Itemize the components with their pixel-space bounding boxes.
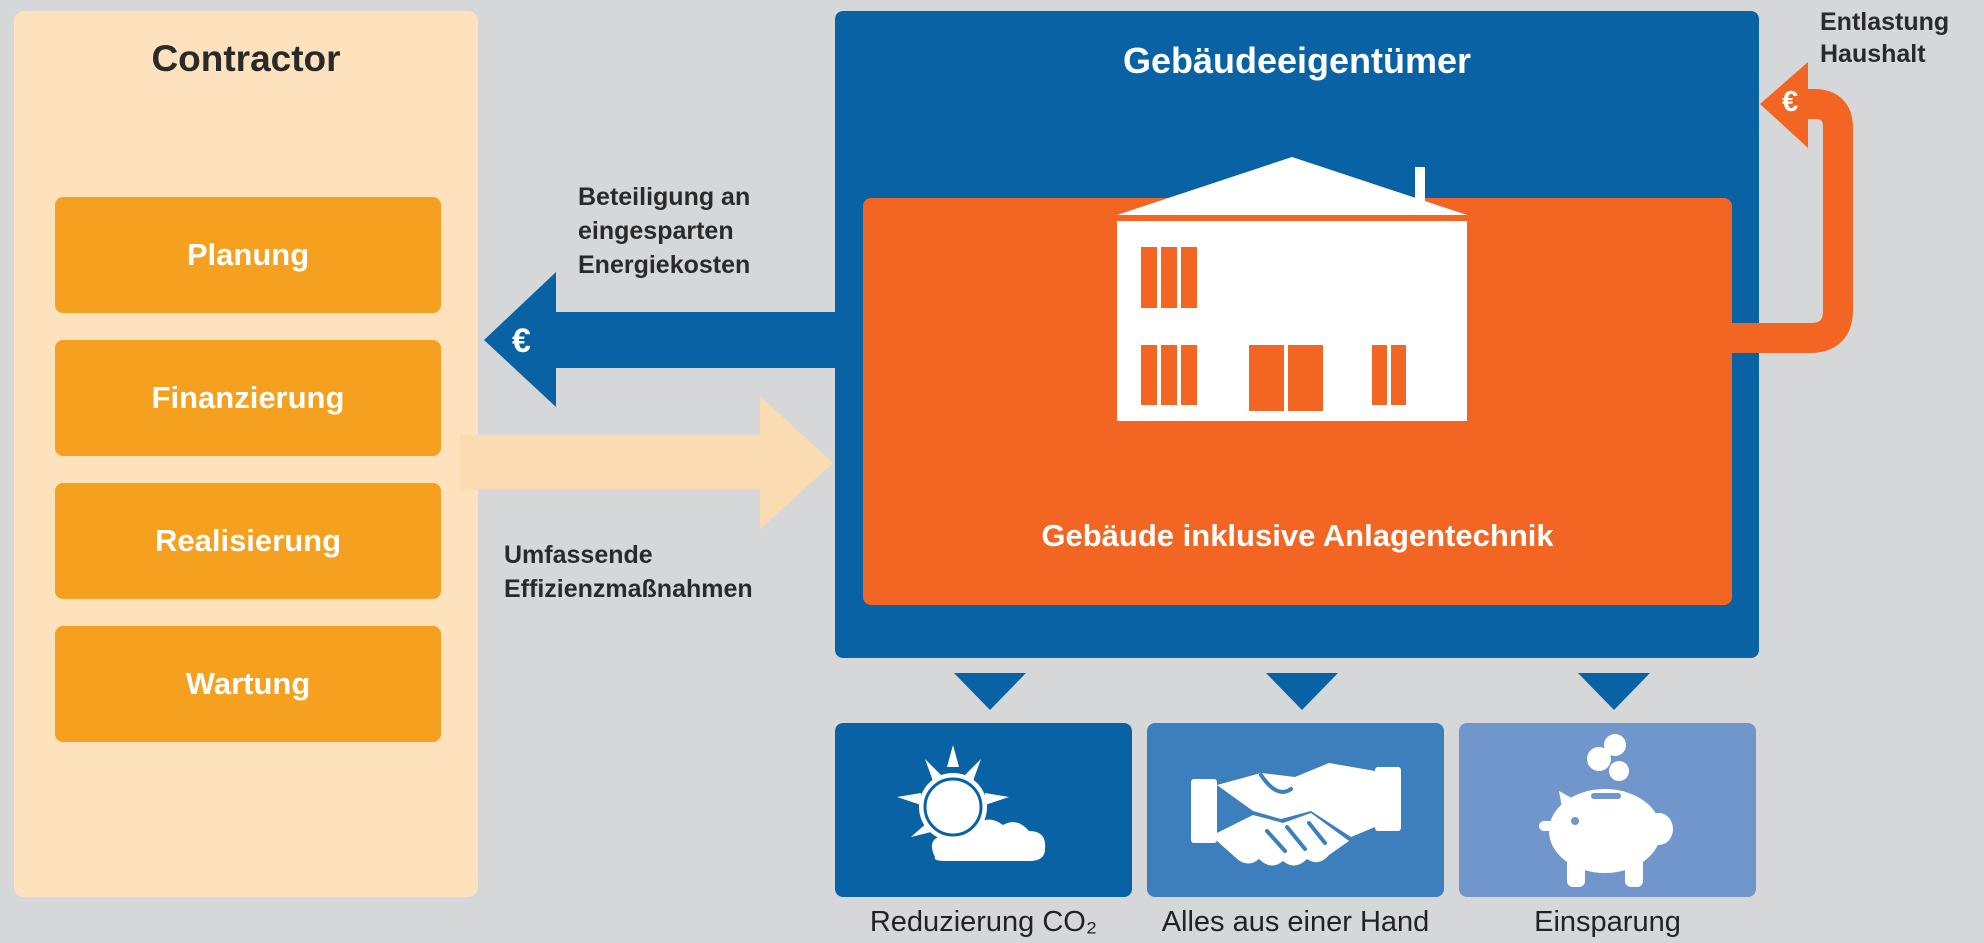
sun-cloud-icon (897, 745, 1046, 861)
savings-share-label-line: Beteiligung an (578, 183, 751, 211)
service-wartung: Wartung (55, 626, 441, 742)
service-realisierung: Realisierung (55, 483, 441, 599)
owner-title: Gebäudeeigentümer (1122, 40, 1472, 81)
efficiency-label-line: Umfassende (504, 541, 653, 569)
euro-symbol-right: € (1782, 86, 1799, 118)
household-label-line: Entlastung (1820, 8, 1950, 36)
savings-share-label-line: Energiekosten (578, 251, 751, 279)
handshake-icon (1191, 763, 1401, 866)
benefit-co2-label: Reduzierung CO₂ (869, 906, 1098, 938)
down-arrow-icon (1578, 673, 1650, 710)
piggy-bank-icon (1539, 734, 1673, 887)
house-icon (1117, 157, 1467, 421)
down-arrow-icon (954, 673, 1026, 710)
down-arrow-icon (1266, 673, 1338, 710)
benefit-co2-box (835, 723, 1132, 897)
benefit-savings-label: Einsparung (1534, 906, 1681, 938)
benefit-handshake-label: Alles aus einer Hand (1161, 906, 1430, 938)
savings-share-label: Beteiligung an eingesparten Energiekoste… (578, 180, 750, 282)
euro-symbol-left: € (512, 322, 531, 360)
household-label-line: Haushalt (1820, 40, 1926, 68)
benefit-savings-box (1459, 723, 1756, 897)
household-label: Entlastung Haushalt (1820, 6, 1949, 70)
savings-share-label-line: eingesparten (578, 217, 734, 245)
contractor-title: Contractor (151, 38, 341, 79)
building-label: Gebäude inklusive Anlagentechnik (1041, 518, 1554, 553)
service-planung: Planung (55, 197, 441, 313)
efficiency-label-line: Effizienzmaßnahmen (504, 575, 753, 603)
efficiency-label: Umfassende Effizienzmaßnahmen (504, 538, 753, 606)
service-finanzierung: Finanzierung (55, 340, 441, 456)
benefit-handshake-box (1147, 723, 1444, 897)
